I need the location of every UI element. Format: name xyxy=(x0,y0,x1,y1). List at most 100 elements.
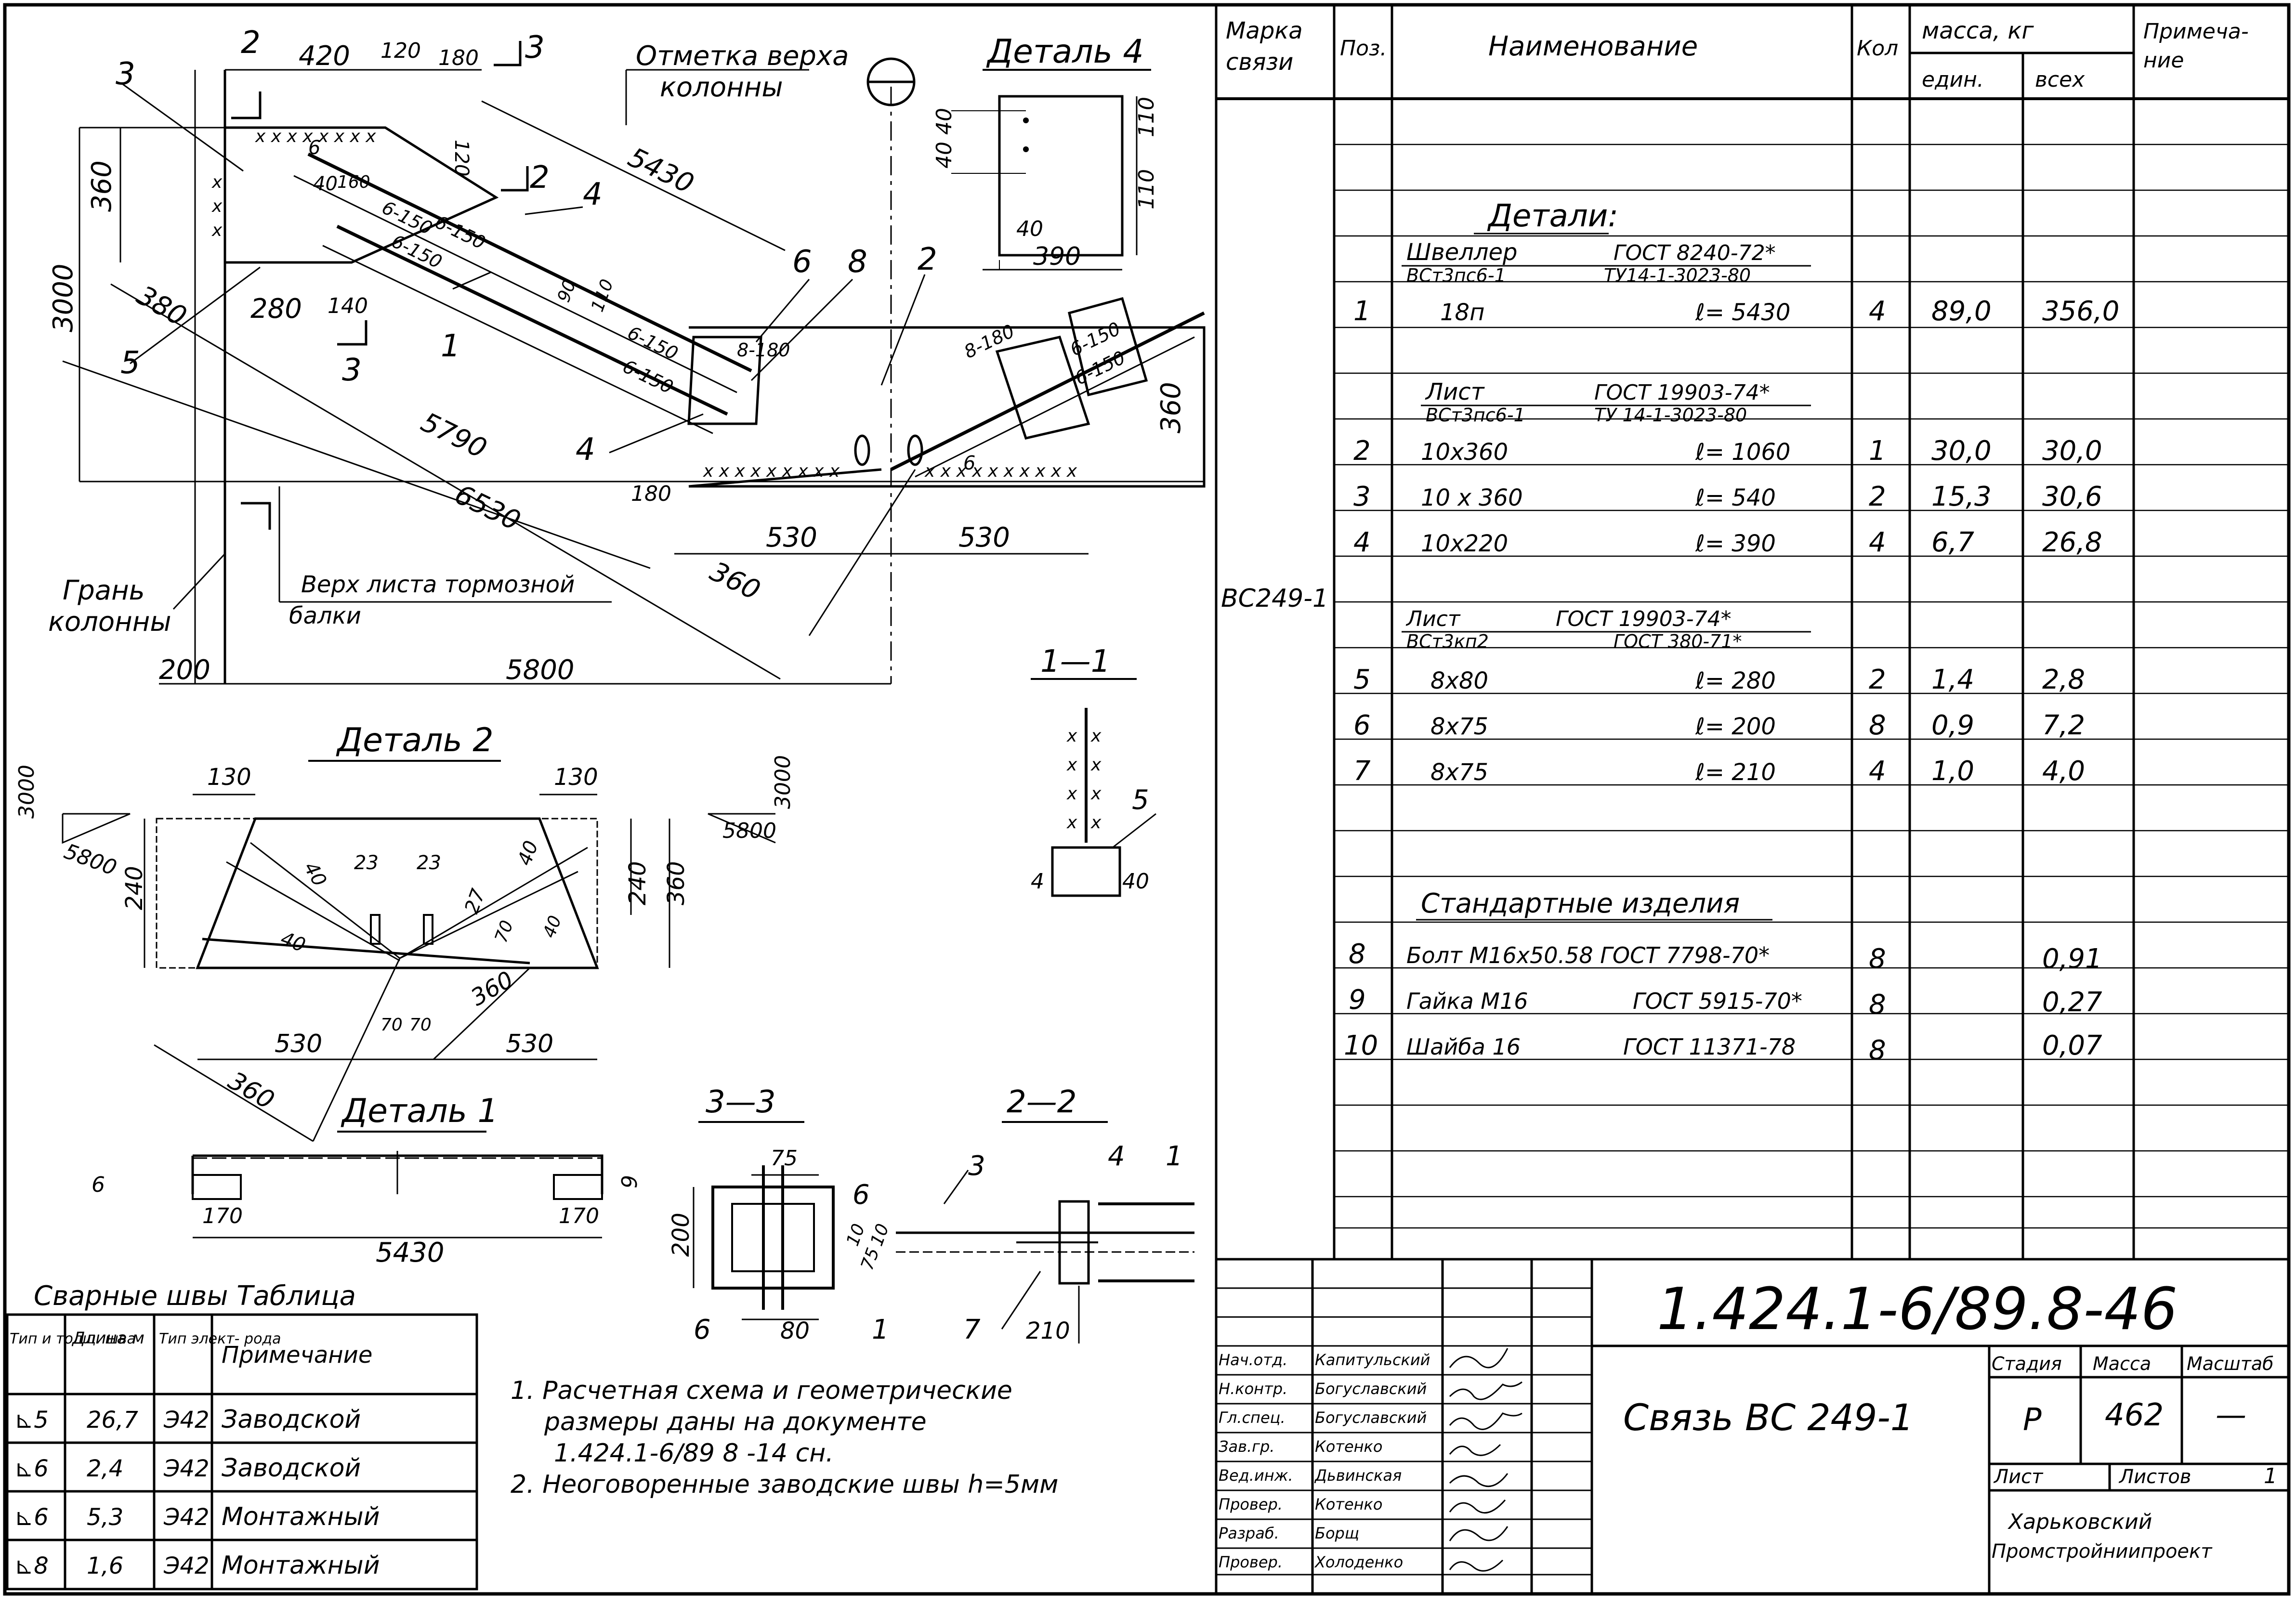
svg-text:Гайка М16: Гайка М16 xyxy=(1406,988,1528,1014)
s33-pos-6-top: 6 xyxy=(853,1179,870,1211)
weld-row1-note: Заводской xyxy=(222,1405,361,1434)
dim-360: 360 xyxy=(86,160,118,212)
column-face-label-2: колонны xyxy=(48,606,171,638)
s33-dim-80: 80 xyxy=(780,1317,810,1344)
pos-mark-1: 1 xyxy=(441,328,460,364)
section-mark-3-top: 3 xyxy=(525,30,545,65)
d2-dim-23-a: 23 xyxy=(354,852,379,874)
spec-row-6: 6 8х75 ℓ= 200 8 0,9 7,2 xyxy=(1353,710,2085,741)
stage-value: Р xyxy=(2023,1402,2042,1438)
d1-dim-170-left: 170 xyxy=(202,1204,243,1228)
d2-dim-130-right: 130 xyxy=(554,764,598,791)
spec-sec1-sub-right: ТУ14-1-3023-80 xyxy=(1604,265,1751,286)
spec-header-qty: Кол xyxy=(1857,36,1898,61)
spec-header-mass: масса, кг xyxy=(1922,17,2034,44)
d1-dim-6-right: 6 xyxy=(616,1175,641,1188)
dim-5430: 5430 xyxy=(623,142,699,200)
scale-value: — xyxy=(2216,1397,2246,1433)
weld-col-type: Тип и толщ. шва xyxy=(10,1330,136,1347)
dim-140: 140 xyxy=(328,294,368,318)
weld-col-electrode: Тип элект- рода xyxy=(159,1330,281,1347)
svg-text:x: x xyxy=(1090,755,1102,775)
detail-4: Деталь 4 40 40 110 110 40 390 xyxy=(932,33,1159,271)
svg-text:1: 1 xyxy=(1869,435,1886,467)
stage-label: Стадия xyxy=(1992,1353,2062,1374)
spec-row-1: 1 18п ℓ= 5430 4 89,0 356,0 xyxy=(1353,296,2119,327)
d2-dim-40-c: 40 xyxy=(278,927,309,957)
weld-table: Сварные швы Таблица Тип и толщ. шва Длин… xyxy=(6,1280,478,1591)
svg-text:2: 2 xyxy=(1869,481,1886,512)
d2-dim-360-right: 360 xyxy=(663,861,690,905)
svg-text:1,4: 1,4 xyxy=(1931,664,1974,695)
svg-text:0,91: 0,91 xyxy=(2042,943,2102,975)
s33-dim-75-b: 75 xyxy=(857,1245,883,1273)
d4-dim-110b: 110 xyxy=(1134,169,1159,209)
svg-text:ℓ= 200: ℓ= 200 xyxy=(1695,713,1776,740)
svg-text:30,6: 30,6 xyxy=(2042,481,2102,512)
spec-section-standard: Стандартные изделия xyxy=(1421,888,1740,919)
svg-text:x: x xyxy=(1066,784,1077,804)
dim-90: 90 xyxy=(554,277,580,305)
svg-text:Котенко: Котенко xyxy=(1315,1437,1382,1456)
svg-text:Холоденко: Холоденко xyxy=(1314,1553,1403,1571)
dim-200: 200 xyxy=(159,654,210,686)
dim-5800: 5800 xyxy=(506,654,575,686)
dim-180: 180 xyxy=(438,46,479,70)
weld-marks: x x x x x x x x xyxy=(255,127,376,146)
svg-text:Капитульский: Капитульский xyxy=(1315,1351,1430,1369)
svg-text:15,3: 15,3 xyxy=(1931,481,1992,512)
svg-text:8: 8 xyxy=(1869,943,1886,975)
s33-pos-6-bot: 6 xyxy=(694,1314,711,1345)
spec-sec3-sub-left: ВСт3кп2 xyxy=(1406,631,1489,652)
dim-420: 420 xyxy=(299,40,350,72)
svg-text:ℓ= 1060: ℓ= 1060 xyxy=(1695,439,1790,466)
section11-title: 1—1 xyxy=(1040,644,1110,679)
pos-mark-4-bot: 4 xyxy=(576,432,595,468)
d2-dim-27: 27 xyxy=(460,886,490,916)
svg-text:Болт М16х50.58 ГОСТ 7798-70*: Болт М16х50.58 ГОСТ 7798-70* xyxy=(1406,942,1770,968)
svg-text:Провер.: Провер. xyxy=(1219,1553,1283,1571)
svg-text:Вед.инж.: Вед.инж. xyxy=(1219,1466,1293,1485)
general-notes: 1. Расчетная схема и геометрические разм… xyxy=(511,1376,1058,1499)
weld-size-6-a: 6 xyxy=(308,137,320,159)
svg-text:0,07: 0,07 xyxy=(2042,1030,2102,1061)
svg-text:10: 10 xyxy=(1344,1030,1378,1061)
s22-pos-3: 3 xyxy=(968,1150,985,1182)
doc-number: 1.424.1-6/89.8-46 xyxy=(1657,1276,2178,1343)
d1-dim-170-right: 170 xyxy=(559,1204,599,1228)
weld-row2-len: 2,4 xyxy=(87,1455,123,1482)
d2-dim-3000-left: 3000 xyxy=(14,765,39,819)
s22-dim-210: 210 xyxy=(1026,1317,1070,1344)
note-line-3: 1.424.1-6/89 8 -14 сн. xyxy=(554,1439,834,1468)
svg-text:356,0: 356,0 xyxy=(2042,296,2119,327)
sheets-value: 1 xyxy=(2264,1464,2277,1488)
svg-text:8: 8 xyxy=(1869,710,1886,741)
svg-text:ℓ= 280: ℓ= 280 xyxy=(1695,667,1776,694)
spec-sec2-sub-left: ВСт3пс6-1 xyxy=(1426,404,1525,426)
spec-row-9: 9 Гайка М16 ГОСТ 5915-70* 8 0,27 xyxy=(1349,984,2102,1020)
d4-dim-40a: 40 xyxy=(932,108,957,135)
svg-text:ℓ= 5430: ℓ= 5430 xyxy=(1695,299,1790,326)
svg-text:Нач.отд.: Нач.отд. xyxy=(1219,1351,1287,1369)
d2-dim-240-right: 240 xyxy=(624,861,651,905)
svg-text:6,7: 6,7 xyxy=(1931,527,1974,558)
s33-dim-200: 200 xyxy=(668,1213,695,1257)
svg-text:1,0: 1,0 xyxy=(1931,756,1974,787)
detail1-title: Деталь 1 xyxy=(341,1092,499,1130)
svg-text:x: x xyxy=(211,172,223,192)
svg-text:89,0: 89,0 xyxy=(1931,296,1992,327)
s33-dim-75: 75 xyxy=(771,1146,798,1171)
s33-pos-1: 1 xyxy=(872,1314,889,1345)
spec-sec1-title-left: Швеллер xyxy=(1406,239,1518,266)
dim-530-b: 530 xyxy=(958,522,1010,553)
svg-text:4: 4 xyxy=(1869,756,1886,787)
title-block: 1.424.1-6/89.8-46 Связь ВС 249-1 Стадия … xyxy=(1215,1258,2290,1595)
svg-text:Дьвинская: Дьвинская xyxy=(1314,1466,1402,1485)
svg-text:x: x xyxy=(1066,755,1077,775)
weld-size-6-b: 6 xyxy=(963,452,975,474)
spec-header-note-2: ние xyxy=(2143,48,2184,73)
dim-40: 40 xyxy=(313,173,338,195)
weld-col-length: Длина м xyxy=(71,1329,144,1348)
